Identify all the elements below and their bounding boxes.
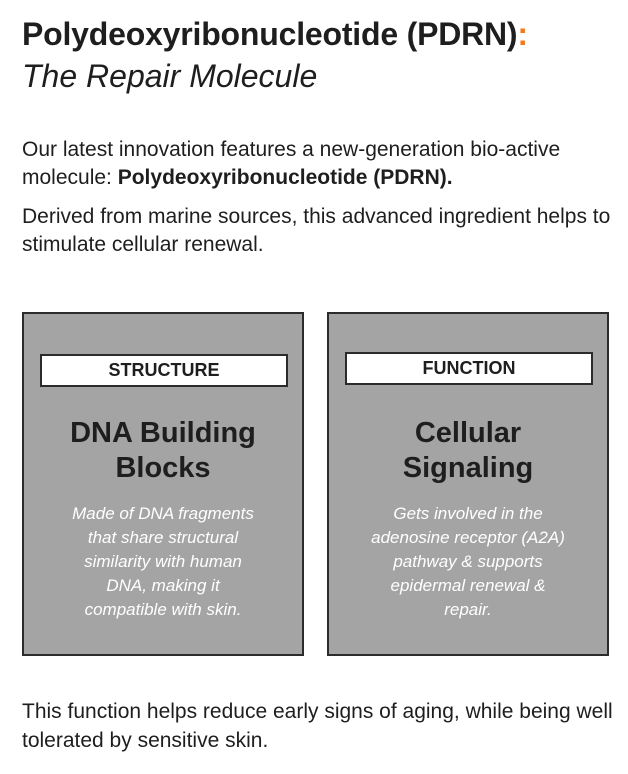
derived-paragraph: Derived from marine sources, this advanc…: [22, 205, 611, 256]
page-title: Polydeoxyribonucleotide (PDRN):: [22, 14, 528, 54]
structure-card: STRUCTURE DNA Building Blocks Made of DN…: [22, 312, 304, 656]
card-body-line: adenosine receptor (A2A): [371, 528, 565, 547]
card-heading-line: Cellular: [414, 417, 522, 449]
page-subtitle: The Repair Molecule: [22, 58, 318, 94]
function-card: FUNCTION Cellular Signaling Gets involve…: [327, 312, 609, 656]
card-body-line: DNA, making it: [106, 576, 220, 595]
card-tag-function: FUNCTION: [345, 352, 593, 385]
card-body-line: pathway & supports: [393, 552, 543, 571]
title-text: Polydeoxyribonucleotide (PDRN): [22, 16, 518, 52]
intro-paragraph: Our latest innovation features a new-gen…: [22, 136, 622, 192]
intro-bold-text: Polydeoxyribonucleotide (PDRN).: [117, 166, 453, 189]
card-heading-line: Signaling: [402, 452, 534, 484]
card-body-line: similarity with human: [84, 552, 242, 571]
closing-paragraph: This function helps reduce early signs o…: [22, 700, 613, 752]
intro-text: Our latest innovation features a new-gen…: [22, 138, 561, 189]
card-body-function: Gets involved in the adenosine receptor …: [353, 502, 583, 622]
card-heading-line: Blocks: [115, 452, 211, 484]
card-body-line: Made of DNA fragments: [72, 504, 254, 523]
card-body-line: repair.: [444, 600, 492, 619]
card-body-line: epidermal renewal &: [390, 576, 546, 595]
title-colon: :: [517, 16, 528, 52]
card-body-line: that share structural: [87, 528, 239, 547]
card-body-line: Gets involved in the: [393, 504, 543, 523]
card-heading-function: Cellular Signaling: [329, 416, 607, 486]
card-body-line: compatible with skin.: [84, 600, 242, 619]
card-tag-structure: STRUCTURE: [40, 354, 288, 387]
card-heading-line: DNA Building: [70, 417, 256, 449]
card-body-structure: Made of DNA fragments that share structu…: [48, 502, 278, 622]
card-heading-structure: DNA Building Blocks: [24, 416, 302, 486]
